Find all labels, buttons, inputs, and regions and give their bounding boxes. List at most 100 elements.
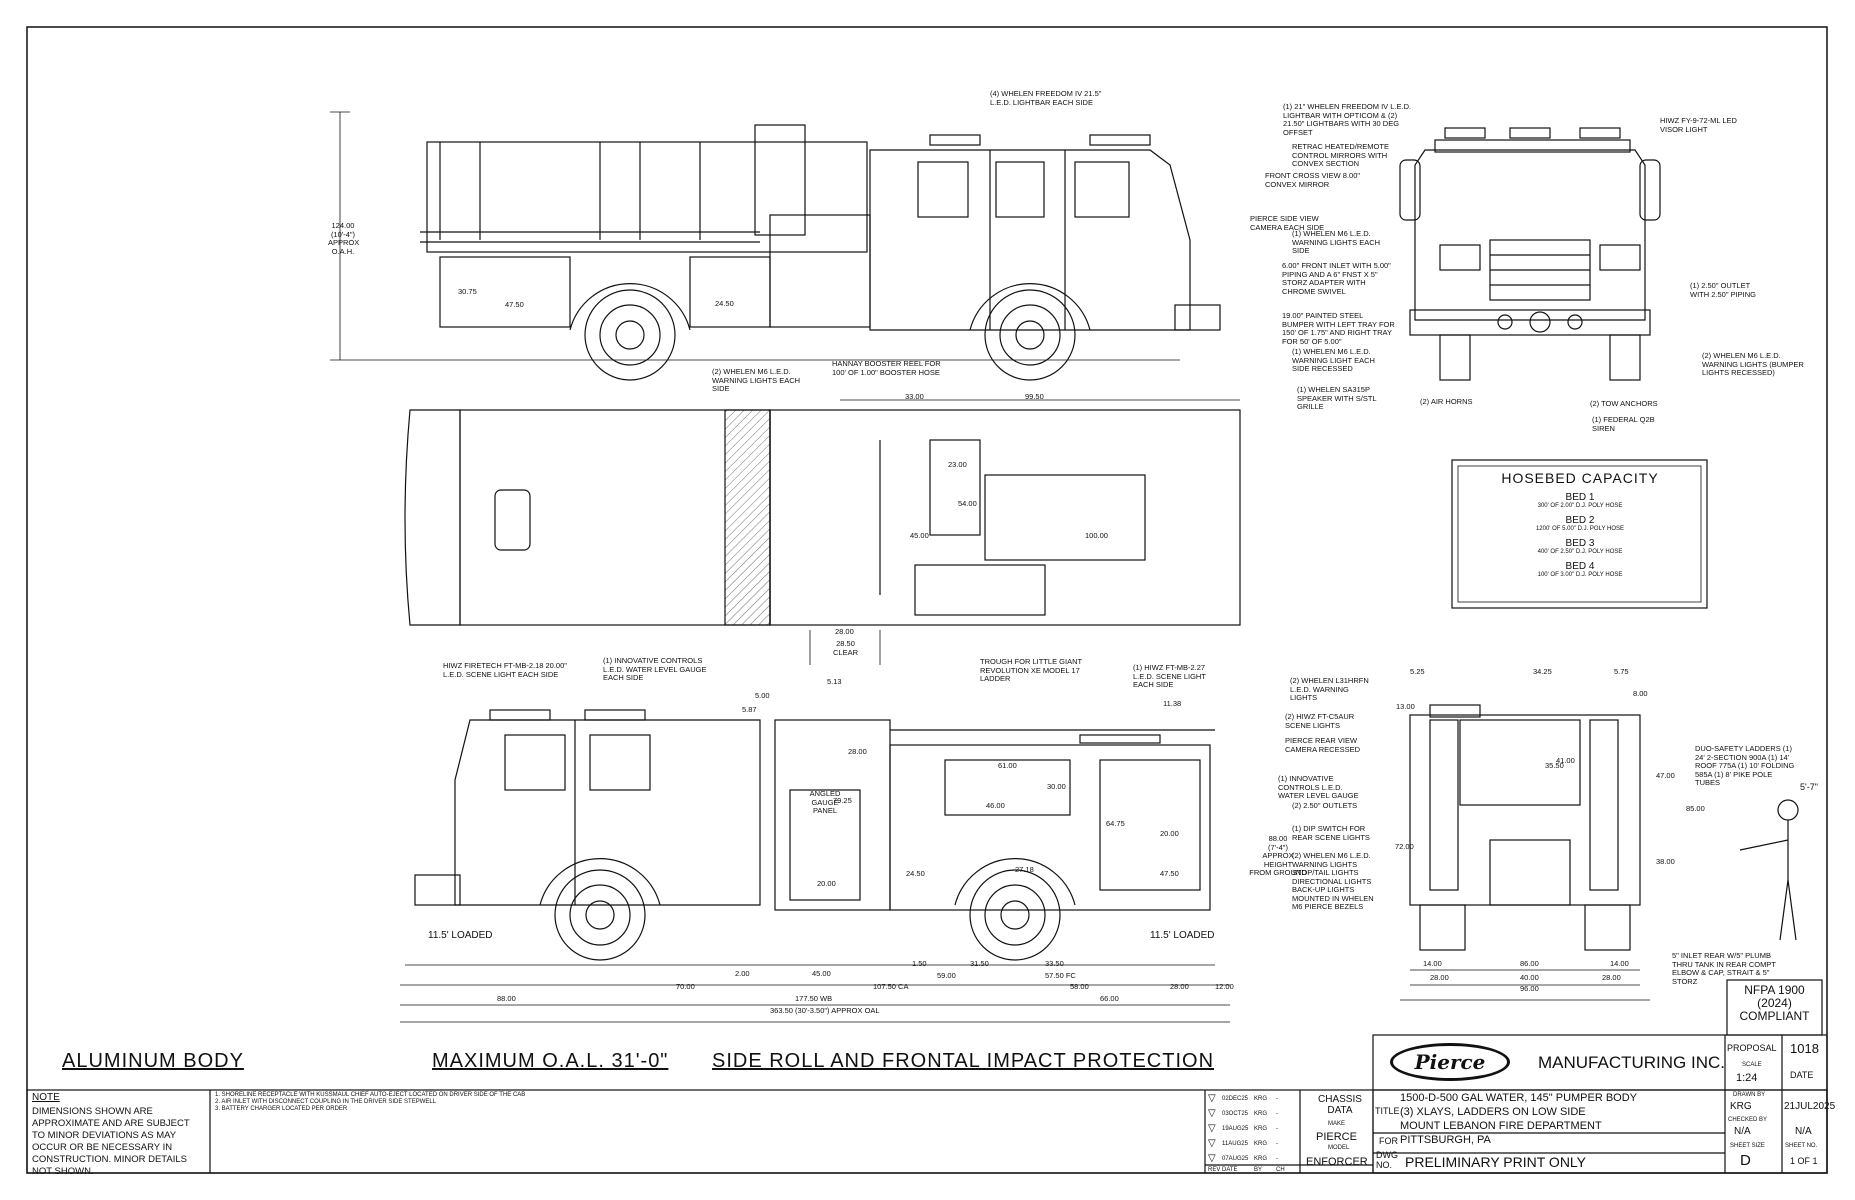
dim-r-13-00: 13.00	[1396, 702, 1415, 711]
hosebed-title: HOSEBED CAPACITY	[1501, 470, 1659, 486]
triangle-icon: ▽	[1208, 1093, 1216, 1104]
dim-r-34-25: 34.25	[1533, 667, 1552, 676]
triangle-icon: ▽	[1208, 1108, 1216, 1119]
dim-b-66-00: 66.00	[1100, 994, 1119, 1003]
date-label: DATE	[1790, 1070, 1814, 1080]
dwg-number: PRELIMINARY PRINT ONLY	[1405, 1154, 1587, 1170]
side-view-lower	[400, 709, 1230, 1023]
callout-rear-camera: PIERCE REAR VIEW CAMERA RECESSED	[1285, 736, 1361, 754]
rev-date: 11AUG25	[1222, 1140, 1248, 1147]
dim-24-50: 24.50	[715, 299, 734, 308]
dim-20-00b: 20.00	[817, 879, 836, 888]
scale-label: SCALE	[1742, 1062, 1762, 1068]
triangle-icon: ▽	[1208, 1123, 1216, 1134]
rev-by: KRG	[1254, 1140, 1268, 1147]
dwg-label: DWG NO.	[1376, 1150, 1398, 1170]
rev-ch: -	[1276, 1155, 1278, 1162]
dim-47-50b: 47.50	[1160, 869, 1179, 878]
chassis-label: CHASSIS DATA	[1318, 1094, 1362, 1116]
callout-ladders: DUO-SAFETY LADDERS (1) 24' 2-SECTION 900…	[1695, 744, 1795, 787]
dim-r-35-50: 35.50	[1545, 761, 1564, 770]
callout-rear-gauge: (1) INNOVATIVE CONTROLS L.E.D. WATER LEV…	[1278, 774, 1359, 800]
dim-46-00: 46.00	[986, 801, 1005, 810]
dim-b-2-00: 2.00	[735, 969, 750, 978]
proposal-number: 1018	[1790, 1041, 1819, 1056]
dim-r-5-25: 5.25	[1410, 667, 1425, 676]
angled-gauge-panel: ANGLED GAUGE PANEL	[809, 789, 841, 815]
dim-b-28-00: 28.00	[1170, 982, 1189, 991]
rev-ch: -	[1276, 1125, 1278, 1132]
revision-row: ▽ 02DEC25 KRG -	[1208, 1091, 1300, 1106]
callout-scene-light-cab: HIWZ FIRETECH FT-MB-2.18 20.00" L.E.D. S…	[443, 661, 567, 679]
dim-b-59-00: 59.00	[937, 971, 956, 980]
side-view-top	[330, 111, 1221, 381]
notes-list: 1. SHORELINE RECEPTACLE WITH KUSSMAUL CH…	[215, 1092, 815, 1113]
checked-label: CHECKED BY	[1728, 1117, 1768, 1123]
hosebed-capacity: HOSEBED CAPACITY BED 1 300' OF 2.00" D.J…	[1460, 470, 1700, 578]
dim-5-13: 5.13	[827, 677, 842, 686]
dim-r-5-75: 5.75	[1614, 667, 1629, 676]
dim-45-00: 45.00	[910, 531, 929, 540]
callout-rear-m6: (2) WHELEN M6 L.E.D. WARNING LIGHTS STOP…	[1292, 851, 1374, 911]
dim-b-58-00: 58.00	[1070, 982, 1089, 991]
callout-rear-scene: (2) HIWZ FT-C5AUR SCENE LIGHTS	[1285, 712, 1355, 730]
dim-r-28-00b: 28.00	[1602, 973, 1621, 982]
callout-m6-side: (2) WHELEN M6 L.E.D. WARNING LIGHTS EACH…	[712, 367, 801, 393]
callout-air-horns: (2) AIR HORNS	[1420, 397, 1473, 406]
dim-28-00b: 28.00	[848, 747, 867, 756]
dim-r-38-00: 38.00	[1656, 857, 1675, 866]
triangle-icon: ▽	[1208, 1138, 1216, 1149]
callout-speaker: (1) WHELEN SA315P SPEAKER WITH S/STL GRI…	[1297, 385, 1377, 411]
dim-clear: 28.50 CLEAR	[833, 639, 859, 657]
checked-by-2: N/A	[1795, 1126, 1812, 1137]
rev-header: BY	[1254, 1167, 1263, 1173]
callout-siren: (1) FEDERAL Q2B SIREN	[1592, 415, 1655, 433]
sheet-no: 1 OF 1	[1790, 1156, 1818, 1166]
callout-m6-recessed: (1) WHELEN M6 L.E.D. WARNING LIGHT EACH …	[1292, 347, 1375, 373]
callout-booster-reel: HANNAY BOOSTER REEL FOR 100' OF 1.00" BO…	[832, 359, 941, 377]
hosebed-bed-desc: 400' OF 2.50" D.J. POLY HOSE	[1537, 549, 1623, 555]
rev-header: DATE	[1222, 1167, 1238, 1173]
front-view	[1399, 127, 1661, 381]
dim-30-75: 30.75	[458, 287, 477, 296]
loaded-rear: 11.5' LOADED	[1150, 930, 1215, 941]
note-item: 3. BATTERY CHARGER LOCATED PER ORDER	[215, 1106, 348, 1112]
dim-r-72-00: 72.00	[1395, 842, 1414, 851]
dim-r-40-00: 40.00	[1520, 973, 1539, 982]
callout-rear-l31: (2) WHELEN L31HRFN L.E.D. WARNING LIGHTS	[1290, 676, 1369, 702]
rev-header: REV	[1208, 1167, 1221, 1173]
dim-33-00: 33.00	[905, 392, 924, 401]
callout-front-outlet: (1) 2.50" OUTLET WITH 2.50" PIPING	[1690, 281, 1757, 299]
callout-tow-anchors: (2) TOW ANCHORS	[1590, 399, 1658, 408]
sheet-no-label: SHEET NO.	[1785, 1143, 1818, 1149]
callout-rear-outlets: (2) 2.50" OUTLETS	[1292, 801, 1358, 810]
hosebed-bed-label: BED 4	[1565, 561, 1595, 572]
proposal-label: PROPOSAL	[1727, 1043, 1777, 1053]
hosebed-bed-label: BED 3	[1565, 538, 1595, 549]
triangle-icon: ▽	[1208, 1153, 1216, 1164]
hosebed-bed-desc: 1200' OF 5.00" D.J. POLY HOSE	[1535, 526, 1625, 532]
dim-r-14-00a: 14.00	[1423, 959, 1442, 968]
dim-r-47-00: 47.00	[1656, 771, 1675, 780]
callout-lightbar: (4) WHELEN FREEDOM IV 21.5" L.E.D. LIGHT…	[990, 89, 1102, 107]
sheet-size: D	[1740, 1152, 1751, 1169]
dim-23-00: 23.00	[948, 460, 967, 469]
dim-r-28-00a: 28.00	[1430, 973, 1449, 982]
dim-person-height: 5'-7"	[1800, 782, 1818, 792]
callout-scene-light-body: (1) HIWZ FT-MB-2.27 L.E.D. SCENE LIGHT E…	[1133, 663, 1206, 689]
overall-height-dim: 124.00 (10'-4") APPROX O.A.H.	[328, 221, 360, 256]
title-line-2: (3) XLAYS, LADDERS ON LOW SIDE	[1400, 1106, 1586, 1118]
callout-mirrors: RETRAC HEATED/REMOTE CONTROL MIRRORS WIT…	[1292, 142, 1389, 168]
rev-date: 07AUG25	[1222, 1155, 1249, 1162]
dim-b-12-00: 12.00	[1215, 982, 1234, 991]
dim-61-00: 61.00	[998, 761, 1017, 770]
rev-by: KRG	[1254, 1125, 1268, 1132]
callout-dip-switch: (1) DIP SWITCH FOR REAR SCENE LIGHTS	[1292, 824, 1370, 842]
callout-bumper-lights: (2) WHELEN M6 L.E.D. WARNING LIGHTS (BUM…	[1702, 351, 1804, 377]
revision-row: ▽ 11AUG25 KRG -	[1208, 1136, 1300, 1151]
dim-54-00: 54.00	[958, 499, 977, 508]
rev-by: KRG	[1254, 1155, 1268, 1162]
title-max-oal: MAXIMUM O.A.L. 31'-0"	[432, 1050, 669, 1072]
callout-ladder-trough: TROUGH FOR LITTLE GIANT REVOLUTION XE MO…	[980, 657, 1082, 683]
